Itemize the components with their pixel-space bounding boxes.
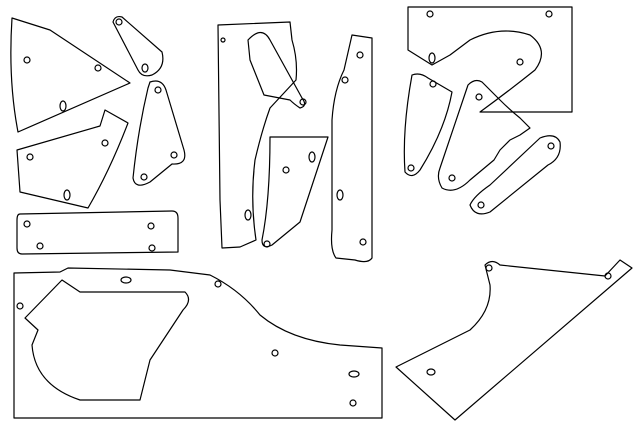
part-teardrop xyxy=(132,80,186,186)
part-tall-left xyxy=(217,21,307,249)
part-tall-right xyxy=(330,34,373,263)
part-quad xyxy=(16,109,129,209)
part-long-arm xyxy=(437,79,531,191)
part-rectangle xyxy=(16,210,179,255)
part-small-arm-right xyxy=(469,135,561,215)
part-triangle xyxy=(261,136,329,248)
part-fan-top-left xyxy=(10,17,131,133)
part-big-bottom xyxy=(13,267,383,419)
part-bottom-right-wedge xyxy=(395,259,633,421)
part-top-right-plate xyxy=(407,6,573,113)
part-hook-left xyxy=(403,73,453,177)
part-small-arm xyxy=(112,15,164,77)
